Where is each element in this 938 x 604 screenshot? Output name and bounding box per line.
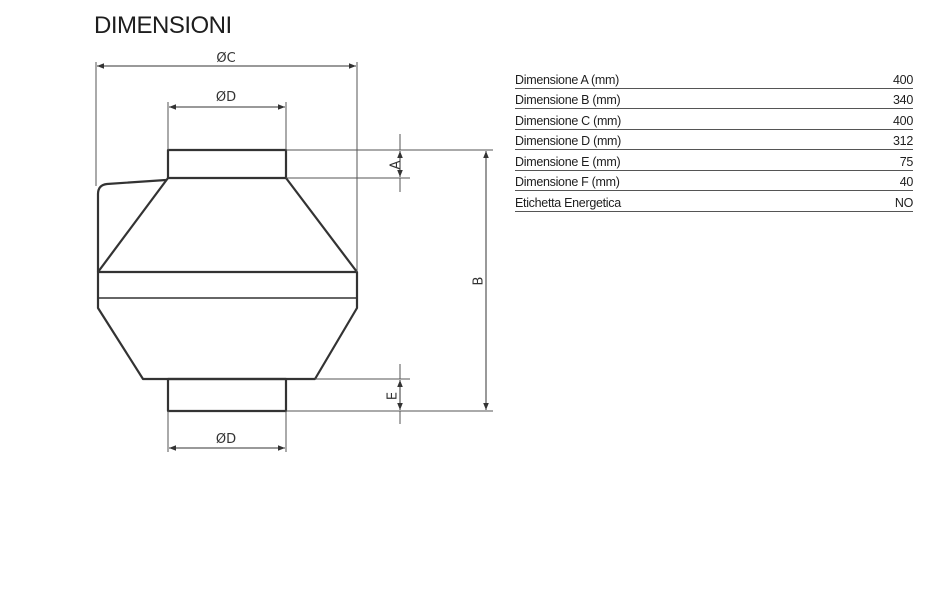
spec-label: Dimensione D (mm) (515, 134, 622, 148)
dimension-arrows (97, 63, 489, 451)
spec-label: Etichetta Energetica (515, 195, 621, 210)
fan-body (96, 148, 359, 413)
extension-lines (95, 62, 493, 452)
label-d-top: ØD (216, 90, 236, 105)
label-a: A (389, 160, 404, 169)
spec-value: 340 (893, 93, 913, 107)
spec-value: 400 (893, 72, 913, 87)
spec-row-f: Dimensione F (mm) 40 (515, 171, 914, 191)
spec-label: Dimensione B (mm) (515, 93, 621, 107)
spec-label: Dimensione C (mm) (515, 113, 622, 128)
page-title: DIMENSIONI (94, 12, 232, 39)
spec-value: 40 (899, 175, 914, 189)
spec-row-energy-label: Etichetta Energetica NO (515, 191, 913, 212)
spec-row-b: Dimensione B (mm) 340 (515, 89, 913, 109)
spec-label: Dimensione A (mm) (515, 72, 619, 87)
dimension-spec-table: Dimensione A (mm) 400 Dimensione B (mm) … (515, 68, 913, 212)
spec-value: NO (894, 195, 913, 210)
spec-row-c: Dimensione C (mm) 400 (515, 109, 913, 130)
label-d-bottom: ØD (216, 432, 236, 447)
label-b: B (472, 277, 487, 286)
spec-label: Dimensione F (mm) (515, 175, 620, 189)
label-c: ØC (216, 51, 235, 66)
spec-label: Dimensione E (mm) (515, 154, 621, 169)
spec-value: 400 (893, 113, 913, 128)
label-e: E (386, 392, 401, 400)
spec-row-d: Dimensione D (mm) 312 (515, 130, 913, 150)
spec-row-a: Dimensione A (mm) 400 (515, 68, 913, 89)
spec-value: 312 (893, 134, 913, 148)
spec-value: 75 (899, 154, 914, 169)
spec-row-e: Dimensione E (mm) 75 (515, 150, 913, 171)
